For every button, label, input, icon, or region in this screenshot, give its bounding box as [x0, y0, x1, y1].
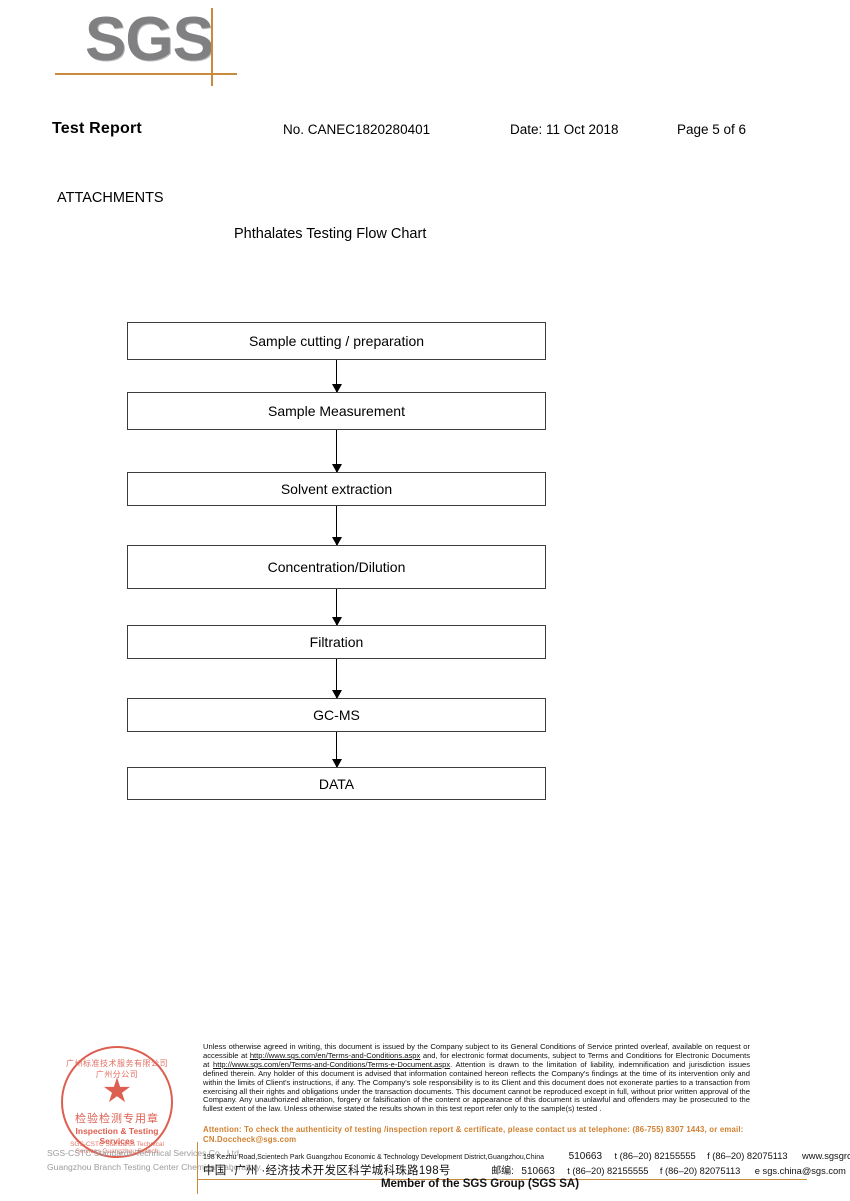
flow-step-label: Sample cutting / preparation [248, 333, 425, 349]
legal-disclaimer-text: Unless otherwise agreed in writing, this… [203, 1042, 750, 1114]
flow-arrow-down-icon [127, 659, 546, 699]
address-fax-cn: f (86–20) 82075113 [659, 1166, 741, 1176]
page-indicator: Page 5 of 6 [677, 122, 747, 137]
address-fax-en: f (86–20) 82075113 [707, 1151, 788, 1161]
flow-step-label: Sample Measurement [268, 403, 405, 419]
flow-chart-title: Phthalates Testing Flow Chart [234, 226, 427, 242]
flow-step-box: Solvent extraction [127, 472, 546, 506]
flow-step-label: Solvent extraction [280, 481, 393, 497]
flow-step-box: Concentration/Dilution [127, 545, 546, 589]
seal-english-label: Inspection & Testing Services [75, 1126, 159, 1146]
report-number: No. CANEC1820280401 [283, 122, 431, 137]
flow-arrow-down-icon [127, 506, 546, 546]
seal-circle: 广州标准技术服务有限公司广州分公司 ★ 检验检测专用章 Inspection &… [61, 1046, 173, 1158]
address-row-chinese: 中国 ·广州 ·经济技术开发区科学城科珠路198号 邮编: 510663 t (… [203, 1161, 846, 1179]
flow-arrow-down-icon [127, 732, 546, 768]
flow-step-box: Sample cutting / preparation [127, 322, 546, 360]
seal-company-line-1: SGS-CSTC Standards Technical Services Co… [47, 1148, 242, 1158]
report-date: Date: 11 Oct 2018 [510, 122, 619, 137]
address-zip-en: 510663 [568, 1151, 603, 1162]
address-row-english: 198 Kezhu Road,Scientech Park Guangzhou … [203, 1146, 850, 1164]
flow-step-label: Filtration [309, 634, 364, 650]
flow-step-label: DATA [318, 775, 355, 792]
address-tel-en: t (86–20) 82155555 [614, 1151, 696, 1161]
address-website[interactable]: www.sgsgroup.com.cn [802, 1151, 850, 1161]
star-icon: ★ [101, 1072, 133, 1110]
flow-step-box: Sample Measurement [127, 392, 546, 430]
flow-step-label: Concentration/Dilution [267, 559, 406, 575]
address-tel-cn: t (86–20) 82155555 [567, 1166, 649, 1176]
report-header: Test Report No. CANEC1820280401 Date: 11… [0, 120, 850, 148]
logo-vertical-rule [211, 8, 213, 86]
sgs-group-member-line: Member of the SGS Group (SGS SA) [0, 1178, 850, 1190]
inspection-seal: 广州标准技术服务有限公司广州分公司 ★ 检验检测专用章 Inspection &… [47, 1042, 263, 1192]
address-email[interactable]: e sgs.china@sgs.com [754, 1166, 846, 1176]
address-zip-cn: 510663 [521, 1166, 555, 1177]
attention-notice: Attention: To check the authenticity of … [203, 1125, 744, 1144]
flow-arrow-down-icon [127, 589, 546, 626]
sgs-logo: SGS [55, 5, 295, 98]
flow-step-box: Filtration [127, 625, 546, 659]
attachments-heading: ATTACHMENTS [57, 190, 164, 206]
address-horizontal-rule [197, 1179, 807, 1181]
flow-step-box: GC-MS [127, 698, 546, 732]
logo-horizontal-rule [55, 73, 237, 75]
seal-company-line-2: Guangzhou Branch Testing Center Chemical… [47, 1162, 263, 1172]
page-title: Test Report [52, 120, 142, 137]
flow-arrow-down-icon [127, 360, 546, 393]
flow-step-box: DATA [127, 767, 546, 800]
seal-arc-bottom-text: SGS-CSTC Standards Technical Services Gu… [70, 1141, 164, 1155]
address-zip-label-cn: 邮编: [491, 1166, 514, 1177]
address-street-en: 198 Kezhu Road,Scientech Park Guangzhou … [203, 1152, 544, 1161]
address-street-cn: 中国 ·广州 ·经济技术开发区科学城科珠路198号 [203, 1165, 451, 1177]
flow-step-label: GC-MS [313, 707, 360, 723]
flow-arrow-down-icon [127, 430, 546, 473]
member-line-text: Member of the SGS Group (SGS SA) [380, 1178, 580, 1190]
page-footer: 广州标准技术服务有限公司广州分公司 ★ 检验检测专用章 Inspection &… [0, 1036, 850, 1201]
seal-chinese-label: 检验检测专用章 [75, 1113, 159, 1125]
address-vertical-rule [197, 1142, 199, 1194]
seal-arc-top-text: 广州标准技术服务有限公司广州分公司 [66, 1059, 168, 1079]
sgs-logo-text: SGS [85, 5, 214, 74]
